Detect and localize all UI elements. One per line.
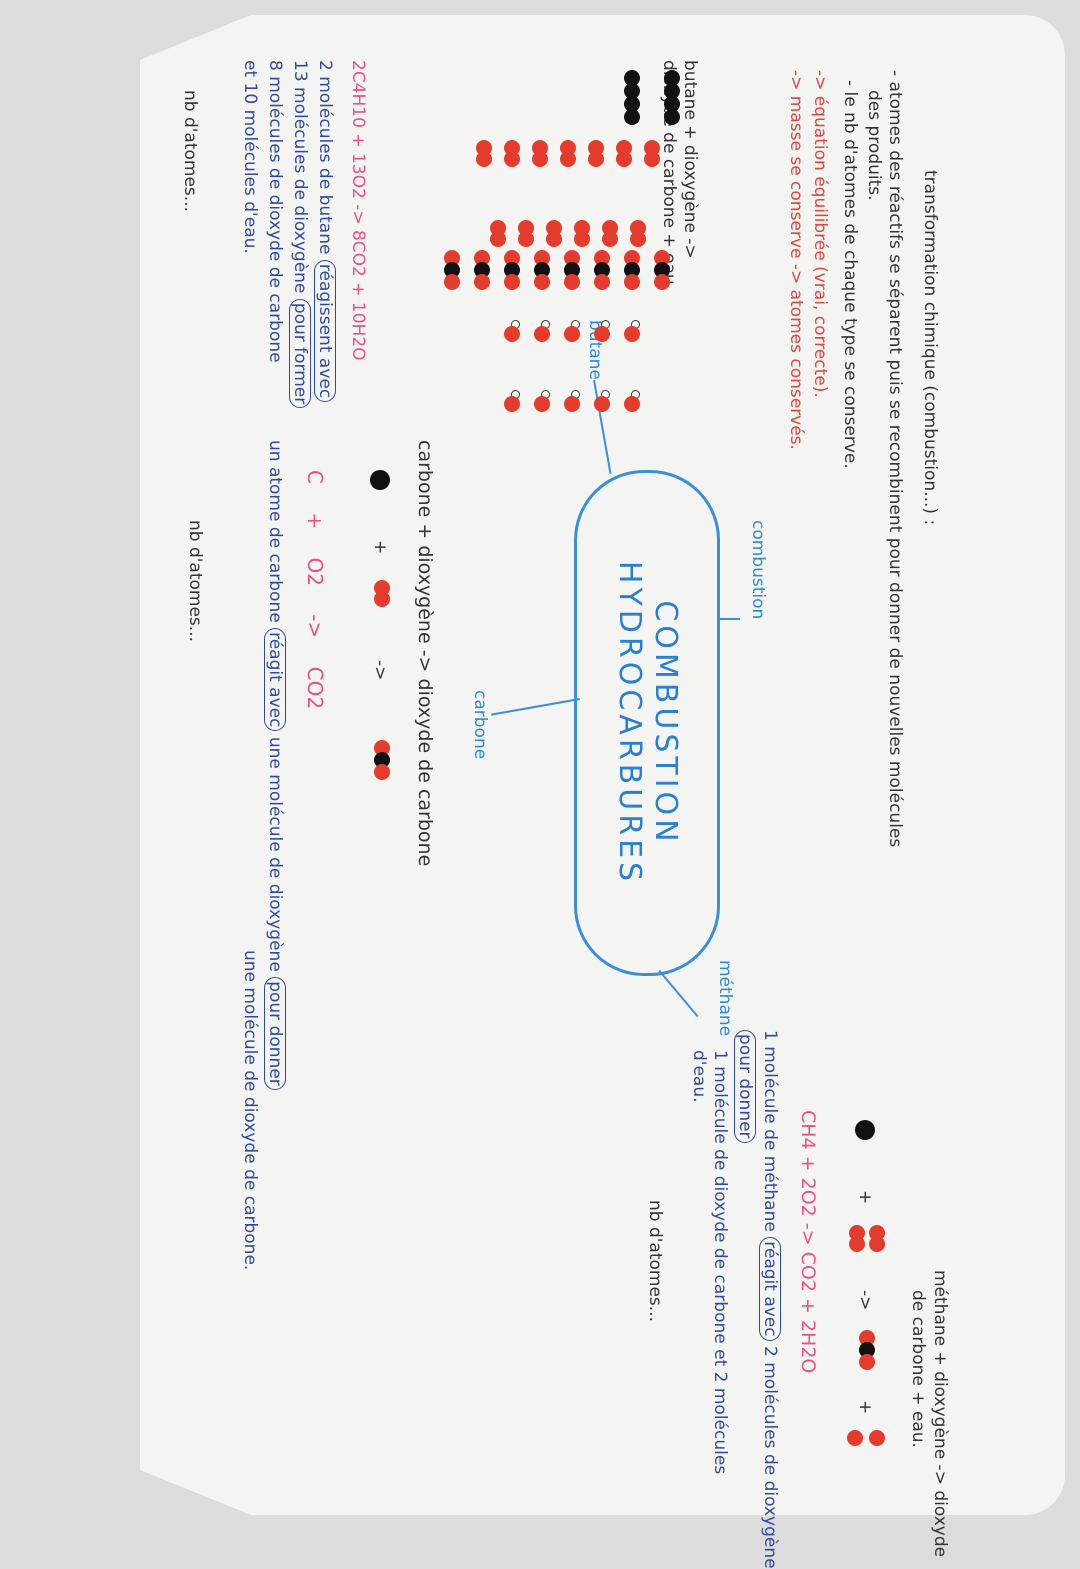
h2o-molecule [564, 320, 580, 342]
carbone-formula: C + O2 -> CO2 [303, 470, 327, 710]
methane-note: pour donner [734, 1030, 756, 1143]
definition-bullet: - atomes des réactifs se séparent puis s… [885, 70, 905, 848]
co2-molecule [859, 1330, 875, 1370]
co2-molecule [534, 250, 550, 290]
branch-line [718, 618, 740, 620]
butane-note: 13 molécules de dioxygène pour former [289, 60, 311, 409]
carbone-note: une molécule de dioxyde de carbone. [240, 950, 260, 1271]
h2o-molecule [534, 390, 550, 412]
o2-molecules [845, 1225, 885, 1252]
carbone-word-equation: carbone + dioxygène -> dioxyde de carbon… [414, 440, 436, 867]
co2-molecule [474, 250, 490, 290]
definition-bullet: des produits. [864, 90, 884, 201]
methane-word-equation: méthane + dioxygène -> dioxyde [930, 1270, 950, 1558]
o2-molecule [602, 220, 618, 247]
co2-molecule [564, 250, 580, 290]
methane-note: 1 molécule de méthane réagit avec 2 molé… [759, 1030, 781, 1569]
carbone-note: un atome de carbone réagit avec une molé… [264, 440, 286, 1090]
butane-note: 8 molécules de dioxyde de carbone [265, 60, 285, 363]
h2o-molecule [624, 320, 640, 342]
branch-methane: méthane [715, 960, 735, 1037]
definition-red-line: -> masse se conserve -> atomes conservés… [786, 70, 806, 450]
co2-molecule [624, 250, 640, 290]
o2-molecule [616, 140, 632, 167]
co2-molecule [374, 740, 390, 780]
h2o-molecule [624, 390, 640, 412]
o2-molecule [588, 140, 604, 167]
h2o-molecule [594, 390, 610, 412]
carbon-atom [370, 470, 390, 490]
methane-nb-atomes: nb d'atomes... [645, 1200, 665, 1323]
butane-formula: 2C4H10 + 13O2 -> 8CO2 + 10H2O [348, 60, 368, 361]
definition-bullet: - le nb d'atomes de chaque type se conse… [840, 80, 860, 469]
butane-nb-atomes: nb d'atomes... [180, 90, 200, 213]
co2-molecule [504, 250, 520, 290]
butane-note: 2 molécules de butane réagissent avec [314, 60, 336, 403]
branch-combustion: combustion [748, 520, 768, 620]
definition-heading: transformation chimique (combustion...) … [920, 170, 940, 526]
ch4-molecule [855, 1120, 875, 1140]
h2o-molecule [564, 390, 580, 412]
butane-molecule [664, 70, 680, 125]
o2-molecule [490, 220, 506, 247]
title-cloud: COMBUSTION HYDROCARBURES [574, 470, 720, 976]
methane-formula: CH4 + 2O2 -> CO2 + 2H2O [797, 1110, 819, 1374]
o2-molecule [574, 220, 590, 247]
h2o-molecules [847, 1430, 885, 1446]
o2-molecule [546, 220, 562, 247]
branch-carbone: carbone [470, 690, 490, 760]
butane-molecule [624, 70, 640, 125]
methane-word-equation: de carbone + eau. [908, 1290, 928, 1448]
o2-molecule [518, 220, 534, 247]
co2-molecule [444, 250, 460, 290]
o2-molecule [630, 220, 646, 247]
o2-molecule [532, 140, 548, 167]
definition-red-line: -> équation équilibrée (vrai, correcte). [810, 70, 830, 398]
o2-molecule [644, 140, 660, 167]
carbone-nb-atomes: nb d'atomes... [185, 520, 205, 643]
methane-note: 1 molécule de dioxyde de carbone et 2 mo… [689, 1050, 730, 1475]
title-line: HYDROCARBURES [612, 560, 647, 886]
butane-note: et 10 molécules d'eau. [240, 60, 260, 254]
h2o-molecule [594, 320, 610, 342]
o2-molecule [560, 140, 576, 167]
co2-molecule [594, 250, 610, 290]
h2o-molecule [534, 320, 550, 342]
h2o-molecule [504, 320, 520, 342]
o2-molecule [374, 580, 390, 607]
o2-molecule [504, 140, 520, 167]
h2o-molecule [504, 390, 520, 412]
o2-molecule [476, 140, 492, 167]
title-line: COMBUSTION [648, 600, 683, 846]
co2-molecule [654, 250, 670, 290]
